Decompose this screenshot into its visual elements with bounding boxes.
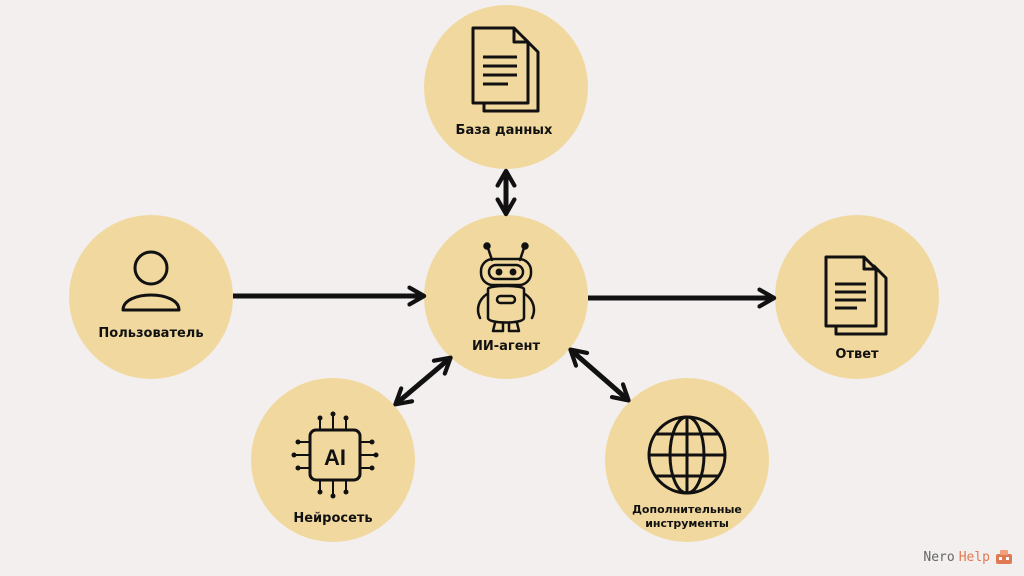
tools-label-line1: Дополнительные xyxy=(632,503,742,516)
arrow-agent-neural xyxy=(393,355,453,407)
user-icon xyxy=(121,250,181,312)
watermark-text-nero: Nero xyxy=(923,549,955,565)
documents-icon xyxy=(471,26,540,113)
ai-chip-icon: AI xyxy=(291,411,379,499)
globe-icon xyxy=(647,415,727,495)
user-node xyxy=(69,215,233,379)
tools-label-line2: инструменты xyxy=(645,517,729,530)
watermark-text-help: Help xyxy=(958,549,990,565)
robot-icon xyxy=(476,242,536,333)
answer-label: Ответ xyxy=(835,347,879,362)
ai-chip-text: AI xyxy=(324,445,346,470)
logo-icon xyxy=(996,550,1012,564)
arrow-agent-tools xyxy=(568,347,631,403)
neural-label: Нейросеть xyxy=(293,511,372,526)
agent-label: ИИ-агент xyxy=(472,339,541,354)
database-label: База данных xyxy=(456,123,554,138)
user-label: Пользователь xyxy=(98,326,203,341)
documents-icon xyxy=(824,255,888,336)
neural-node xyxy=(251,378,415,542)
